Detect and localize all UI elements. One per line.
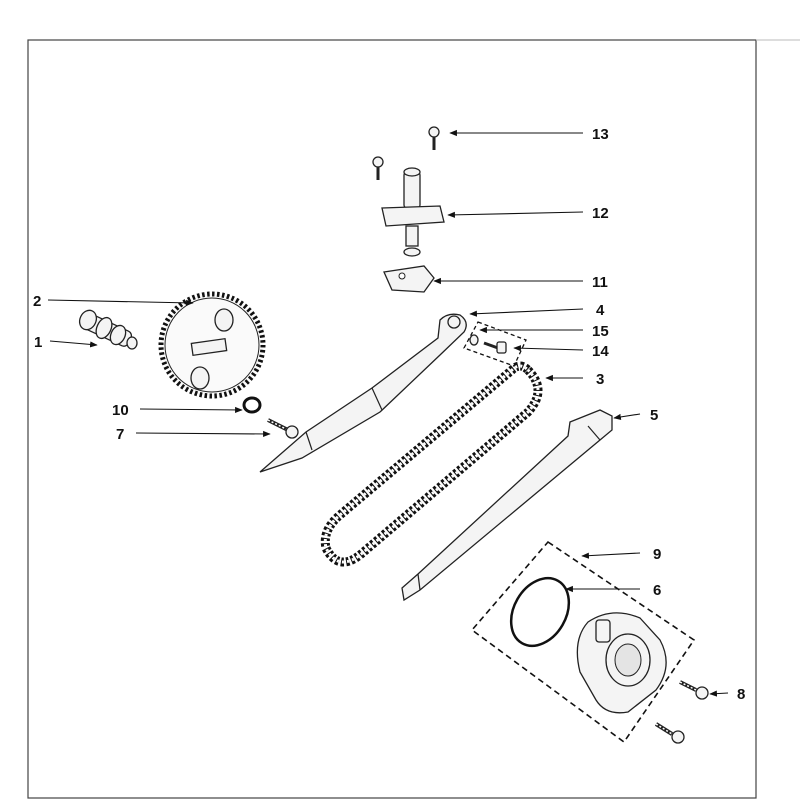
label-11: 11 — [592, 274, 608, 291]
leader-5 — [613, 413, 641, 420]
pump-bolts-part — [654, 680, 709, 744]
label-6: 6 — [653, 582, 661, 599]
label-3: 3 — [596, 371, 604, 388]
label-13: 13 — [592, 126, 609, 143]
leader-4 — [469, 308, 584, 317]
pivot-bolt-group — [463, 321, 527, 367]
label-5: 5 — [650, 407, 658, 424]
leader-lines — [47, 129, 729, 697]
leader-14 — [513, 345, 584, 352]
tensioner-guide-part — [259, 313, 467, 473]
leader-1 — [49, 340, 98, 348]
chain-tensioner-part — [381, 167, 445, 257]
leader-2 — [47, 299, 194, 306]
cam-sprocket-part — [158, 291, 266, 399]
leader-7 — [135, 430, 271, 438]
leader-12 — [447, 211, 584, 218]
label-7: 7 — [116, 426, 124, 443]
leader-10 — [139, 406, 243, 414]
label-10: 10 — [112, 402, 129, 419]
label-12: 12 — [592, 205, 609, 222]
leader-8 — [709, 690, 729, 697]
sprocket-bolt-part — [267, 418, 299, 439]
o-ring-part — [509, 576, 571, 648]
label-4: 4 — [596, 302, 605, 319]
part-labels: 1 2 3 4 5 6 7 8 9 10 11 12 13 14 15 — [33, 126, 745, 703]
timing-chain-part — [320, 361, 543, 567]
camshaft-part — [78, 309, 138, 350]
label-9: 9 — [653, 546, 661, 563]
label-15: 15 — [592, 323, 609, 340]
tensioner-bolts-part — [372, 126, 440, 180]
washer-part — [242, 396, 262, 414]
tensioner-gasket-part — [383, 265, 435, 293]
label-2: 2 — [33, 293, 41, 310]
label-1: 1 — [34, 334, 42, 351]
diagram-frame — [27, 39, 757, 799]
chain-guide-part — [401, 409, 613, 602]
label-8: 8 — [737, 686, 745, 703]
label-14: 14 — [592, 343, 609, 360]
leader-9 — [581, 552, 641, 559]
pump-body-part — [576, 612, 667, 714]
